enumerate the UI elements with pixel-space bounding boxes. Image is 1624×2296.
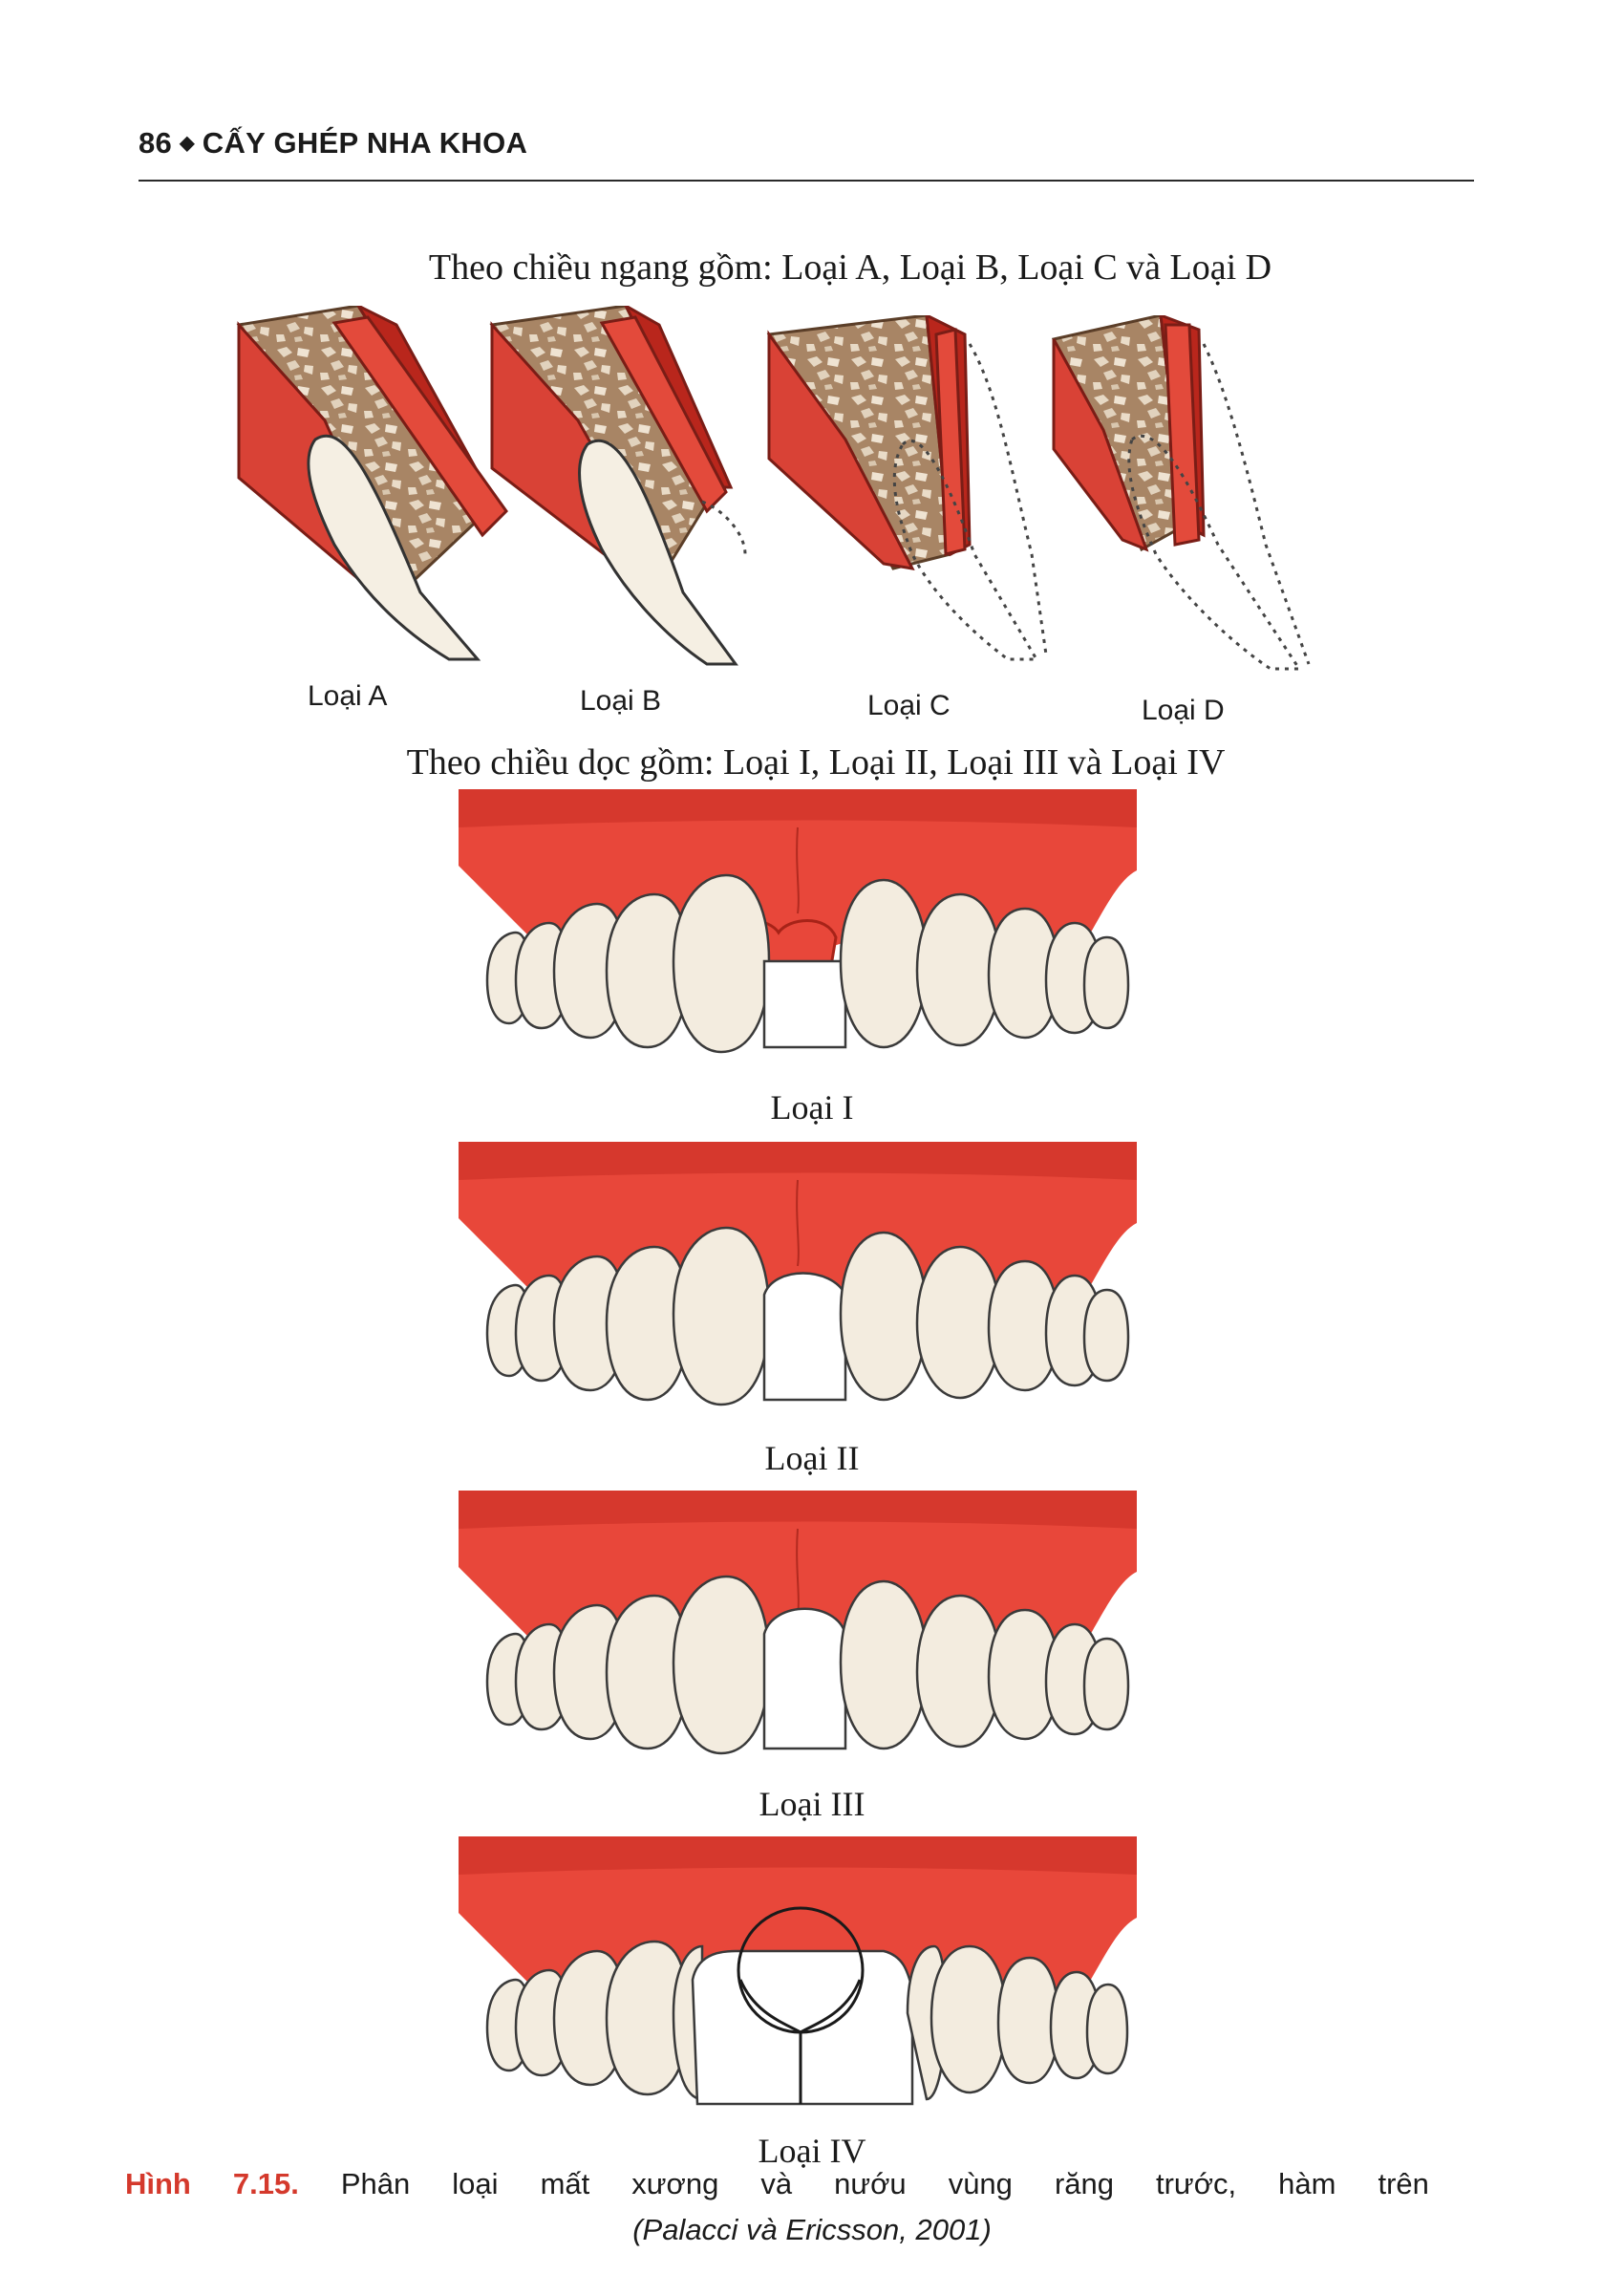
bone-section-d: [1051, 315, 1311, 671]
figure-caption: Hình 7.15. Phân loại mất xương và nướu v…: [125, 2167, 1429, 2201]
bone-section-a: [236, 306, 508, 661]
header-separator: ◆: [180, 132, 195, 154]
page-header: 86 ◆ CẤY GHÉP NHA KHOA: [139, 126, 527, 161]
caption-source: (Palacci và Ericsson, 2001): [632, 2213, 992, 2246]
caption-word: trước,: [1156, 2167, 1237, 2200]
arch-loai-i: [459, 789, 1137, 1054]
label-loai-a: Loại A: [308, 680, 388, 712]
caption-word: Phân: [340, 2167, 411, 2200]
arch-loai-iv: [459, 1836, 1137, 2106]
label-loai-c: Loại C: [867, 690, 951, 721]
caption-word: nướu: [834, 2167, 907, 2200]
label-loai-ii: Loại II: [764, 1439, 860, 1477]
caption-word: loại: [452, 2167, 499, 2200]
caption-word: mất: [540, 2167, 590, 2200]
arch-loai-iii: [459, 1491, 1137, 1755]
arch-loai-ii: [459, 1142, 1137, 1406]
label-loai-b: Loại B: [580, 685, 662, 717]
bone-section-b: [489, 306, 747, 666]
bone-section-c: [766, 315, 1048, 661]
caption-word: xương: [631, 2167, 719, 2200]
caption-word: và: [760, 2167, 793, 2200]
caption-word: vùng: [948, 2167, 1013, 2200]
vertical-heading: Theo chiều dọc gồm: Loại I, Loại II, Loạ…: [406, 742, 1226, 783]
header-rule: [139, 180, 1474, 182]
book-title: CẤY GHÉP NHA KHOA: [202, 126, 528, 160]
horizontal-heading: Theo chiều ngang gồm: Loại A, Loại B, Lo…: [428, 247, 1272, 288]
label-loai-i: Loại I: [770, 1088, 854, 1127]
label-loai-d: Loại D: [1142, 695, 1225, 726]
caption-word: hàm: [1278, 2167, 1336, 2200]
label-loai-iii: Loại III: [759, 1785, 865, 1823]
caption-word: trên: [1378, 2167, 1429, 2200]
caption-figure-label: Hình: [125, 2167, 191, 2200]
caption-figure-number: 7.15.: [232, 2167, 299, 2200]
caption-word: răng: [1054, 2167, 1114, 2200]
page-number: 86: [139, 126, 173, 160]
label-loai-iv: Loại IV: [758, 2132, 866, 2170]
